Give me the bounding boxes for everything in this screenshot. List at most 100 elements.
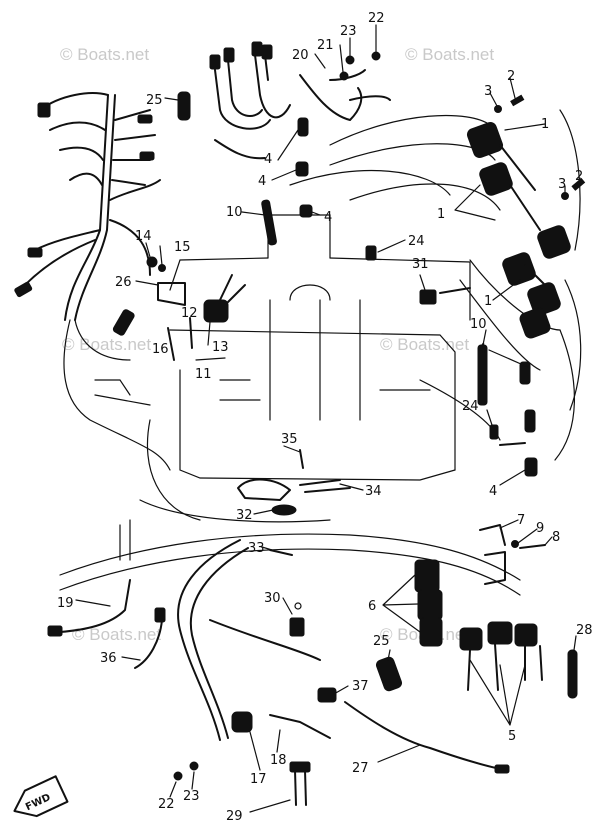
callout-20: 20 xyxy=(292,48,309,63)
washer-23-bottom xyxy=(189,761,199,771)
callout-25-lower: 25 xyxy=(373,634,390,649)
lead-29 xyxy=(294,769,307,806)
lead-34 xyxy=(299,479,351,493)
engine-block xyxy=(146,214,501,521)
callout-25-top: 25 xyxy=(146,93,163,108)
callout-31: 31 xyxy=(412,257,429,272)
callout-4-right: 4 xyxy=(478,342,486,357)
plug-cap-2 xyxy=(295,161,309,177)
connector-left-1 xyxy=(14,281,33,298)
relay-13 xyxy=(203,299,229,323)
connector-left-3 xyxy=(37,102,51,118)
callout-8: 8 xyxy=(552,530,560,545)
callout-32: 32 xyxy=(236,508,253,523)
callout-6: 6 xyxy=(368,599,376,614)
coupler-top-2 xyxy=(223,47,235,63)
rectifier-6a xyxy=(414,559,440,593)
connector-19 xyxy=(47,625,63,637)
callout-21: 21 xyxy=(317,38,334,53)
bolt-2-top xyxy=(510,94,525,107)
lead-27-end xyxy=(494,764,510,774)
lead-19 xyxy=(59,579,131,633)
clamp-31 xyxy=(419,289,437,305)
long-leads xyxy=(289,109,582,461)
callout-22-bottom: 22 xyxy=(158,797,175,812)
bolt-31 xyxy=(439,287,471,294)
callout-30: 30 xyxy=(264,591,281,606)
callout-9: 9 xyxy=(536,521,544,536)
callout-11: 11 xyxy=(195,367,212,382)
plug-cap-1 xyxy=(297,117,309,137)
connector-29 xyxy=(289,761,311,773)
connector-5b xyxy=(487,621,513,645)
callout-2-right: 2 xyxy=(575,169,583,184)
callout-15: 15 xyxy=(174,240,191,255)
sensor-37 xyxy=(317,687,337,703)
callout-1-top: 1 xyxy=(541,117,549,132)
callout-14: 14 xyxy=(135,229,152,244)
connectors-5 xyxy=(459,621,543,691)
washer-9 xyxy=(511,540,519,548)
watermark-top-right: © Boats.net xyxy=(405,45,494,64)
bracket-7 xyxy=(479,524,506,585)
callout-10-right: 10 xyxy=(470,317,487,332)
ignition-coil-5 xyxy=(527,282,561,316)
callout-18: 18 xyxy=(270,753,287,768)
watermark-low-left: © Boats.net xyxy=(72,625,161,644)
sensor-32 xyxy=(271,504,297,516)
callout-10-top: 10 xyxy=(226,205,243,220)
callout-37: 37 xyxy=(352,679,369,694)
callout-17: 17 xyxy=(250,772,267,787)
callout-12: 12 xyxy=(181,306,198,321)
coupler-top-4 xyxy=(261,44,273,60)
callout-36: 36 xyxy=(100,651,117,666)
bracket-26 xyxy=(157,282,186,306)
callout-5: 5 xyxy=(508,729,516,744)
fuse-holder-25 xyxy=(177,91,191,121)
plug-caps xyxy=(295,117,538,477)
screw-12 xyxy=(189,317,193,349)
callout-4-upper: 4 xyxy=(264,152,272,167)
callout-1-mid: 1 xyxy=(437,207,445,222)
clip-33 xyxy=(269,549,293,556)
callout-4-mid: 4 xyxy=(258,174,266,189)
coupler-top-3 xyxy=(251,41,263,57)
watermarks: © Boats.net © Boats.net © Boats.net © Bo… xyxy=(60,45,494,644)
clamp-21 xyxy=(339,71,349,81)
screw-22-top xyxy=(371,51,381,61)
callout-19: 19 xyxy=(57,596,74,611)
fwd-arrow: FWD xyxy=(13,775,69,818)
rectifier-6b xyxy=(417,589,443,621)
connector-left-5 xyxy=(139,151,155,161)
ignition-coil-3 xyxy=(537,225,571,259)
washer-3-top xyxy=(494,105,502,113)
plug-cap-5 xyxy=(524,409,536,433)
plug-cap-3 xyxy=(299,204,313,218)
watermark-mid-left: © Boats.net xyxy=(62,335,151,354)
callout-23-top: 23 xyxy=(340,24,357,39)
clip-24-top xyxy=(365,245,377,261)
screw-16 xyxy=(167,327,175,361)
leader-lines xyxy=(75,24,581,813)
upper-harness xyxy=(214,54,391,160)
connector-5c xyxy=(514,623,538,647)
callout-33: 33 xyxy=(248,541,265,556)
callout-1-low: 1 xyxy=(484,294,492,309)
left-main-harness xyxy=(24,92,171,471)
ignition-coil-4 xyxy=(502,252,536,286)
coupler-top-1 xyxy=(209,54,221,70)
ignition-coil-2 xyxy=(479,162,513,196)
fuse-28 xyxy=(567,649,578,699)
lead-10-top xyxy=(261,199,277,246)
lead-27 xyxy=(344,701,506,771)
ignition-coil-6 xyxy=(519,307,551,339)
connector-5a xyxy=(459,627,483,651)
main-lower-harness-2 xyxy=(189,547,249,739)
switch-17 xyxy=(231,711,253,733)
bolt-24-right xyxy=(499,442,526,446)
callout-labels: 1 1 1 2 2 3 3 4 4 4 4 4 5 6 7 8 9 10 10 … xyxy=(57,11,593,824)
callout-13: 13 xyxy=(212,340,229,355)
washer-23-top xyxy=(345,55,355,65)
callout-27: 27 xyxy=(352,761,369,776)
callout-3-top: 3 xyxy=(484,84,492,99)
